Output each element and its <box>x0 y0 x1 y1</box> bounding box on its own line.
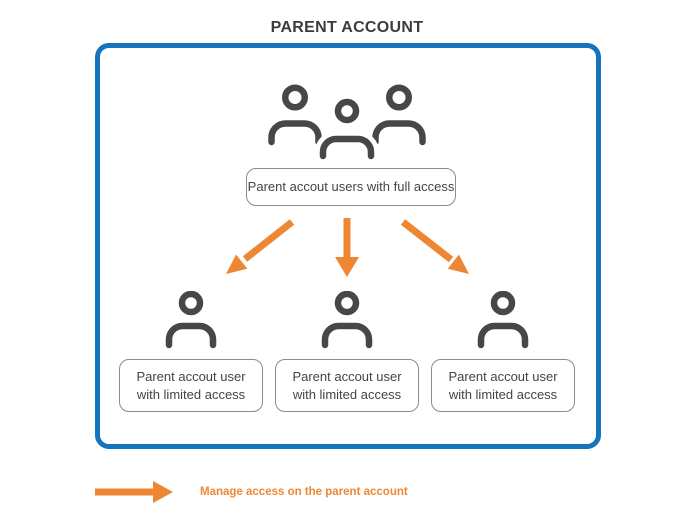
full-access-label: Parent accout users with full access <box>247 179 455 195</box>
limited-access-label-line2: with limited access <box>136 386 246 402</box>
limited-access-label-line1: Parent accout user <box>136 368 246 384</box>
limited-access-label-line2: with limited access <box>292 386 402 402</box>
user-icon <box>321 291 373 349</box>
arrow-down-right-icon <box>400 219 469 274</box>
arrow-down-left-icon <box>226 219 295 274</box>
full-access-node: Parent accout users with full access <box>246 168 456 206</box>
user-icon <box>477 291 529 349</box>
page-title: PARENT ACCOUNT <box>270 19 424 36</box>
limited-access-node: Parent accout user with limited access <box>119 359 263 412</box>
limited-access-node: Parent accout user with limited access <box>275 359 419 412</box>
user-icon <box>165 291 217 349</box>
connector-arrows <box>226 218 469 277</box>
arrow-down-icon <box>335 218 359 277</box>
limited-access-node: Parent accout user with limited access <box>431 359 575 412</box>
limited-access-label-line1: Parent accout user <box>448 368 558 384</box>
limited-access-label-line1: Parent accout user <box>292 368 402 384</box>
limited-access-label-line2: with limited access <box>448 386 558 402</box>
legend-label: Manage access on the parent account <box>200 486 408 498</box>
users-group-icon <box>268 84 426 160</box>
legend-arrow-right-icon <box>95 481 173 503</box>
